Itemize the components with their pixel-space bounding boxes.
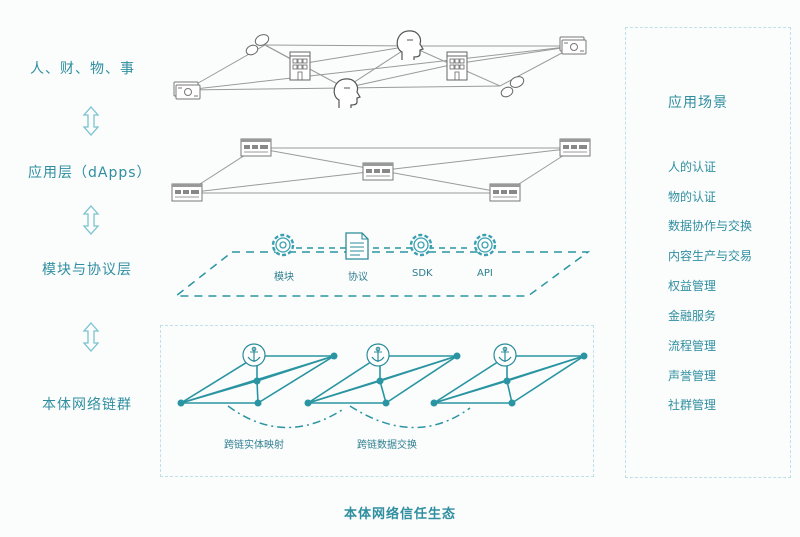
protocol-label-sdk: SDK (412, 268, 433, 279)
money-icon (559, 36, 587, 55)
document-icon (345, 232, 369, 260)
scenario-item: 金融服务 (668, 309, 717, 323)
anchor-icon (366, 343, 390, 367)
cross-chain-exchange-label: 跨链数据交换 (357, 440, 417, 451)
gear-icon (271, 233, 295, 257)
layer-label-protocol: 模块与协议层 (42, 262, 132, 278)
double-arrow-icon (82, 106, 100, 136)
protocol-label-module: 模块 (274, 272, 294, 283)
cross-chain-mapping-arc (227, 405, 346, 429)
double-arrow-icon (82, 205, 100, 235)
anchor-icon (242, 343, 266, 367)
layer-label-apps: 应用层（dApps） (28, 165, 152, 181)
scenario-item: 声誉管理 (668, 369, 717, 383)
app-window-icon (489, 183, 521, 202)
app-window-icon (171, 183, 203, 202)
building-icon (289, 51, 311, 81)
scenario-item: 物的认证 (668, 190, 717, 204)
money-icon (173, 81, 201, 100)
layer-label-entities: 人、财、物、事 (30, 61, 135, 77)
scenario-item: 权益管理 (668, 279, 717, 293)
cross-chain-mapping-label: 跨链实体映射 (224, 440, 284, 451)
chain-group-box (160, 325, 594, 477)
gear-icon (409, 233, 433, 257)
scenario-item: 人的认证 (668, 160, 717, 174)
double-arrow-icon (82, 322, 100, 352)
scenarios-title: 应用场景 (668, 95, 728, 111)
protocol-plane (173, 251, 591, 297)
gear-icon (473, 233, 497, 257)
protocol-label-protocol: 协议 (348, 272, 368, 283)
cross-chain-exchange-arc (349, 405, 471, 429)
person-icon (333, 78, 361, 109)
building-icon (446, 51, 468, 81)
layer-label-chains: 本体网络链群 (42, 397, 132, 413)
scenario-item: 数据协作与交换 (668, 219, 753, 233)
chain-nodes (177, 352, 588, 407)
anchor-icon (493, 343, 517, 367)
scenarios-panel (625, 27, 791, 478)
person-icon (396, 30, 424, 61)
scenario-item: 流程管理 (668, 339, 717, 353)
scenario-item: 内容生产与交易 (668, 249, 753, 263)
app-window-icon (240, 138, 272, 157)
footer-caption: 本体网络信任生态 (343, 507, 456, 522)
coins-icon (499, 74, 526, 100)
app-window-icon (559, 138, 591, 157)
protocol-label-api: API (477, 268, 493, 279)
scenario-item: 社群管理 (668, 398, 717, 412)
app-window-icon (362, 162, 394, 181)
